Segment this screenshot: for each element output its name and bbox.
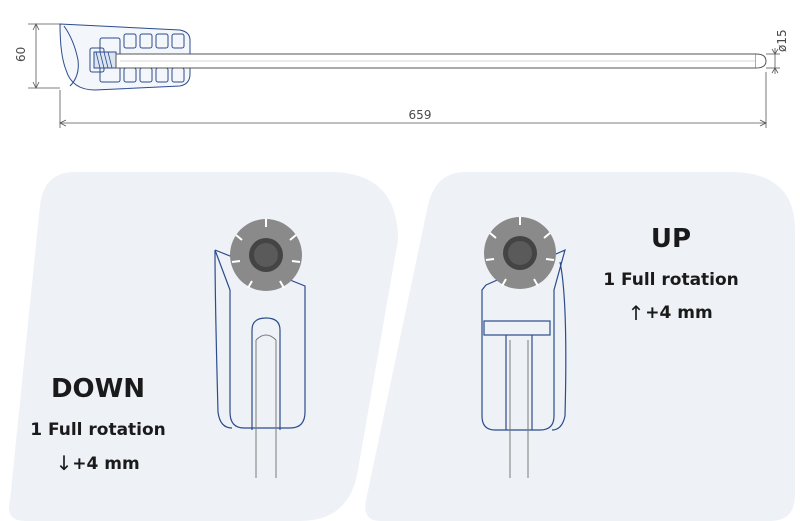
up-title: UP — [651, 224, 691, 254]
rod-drawing: 60 ø15 — [14, 23, 789, 128]
down-arrow-icon: ↓ — [56, 451, 73, 475]
up-subtitle: 1 Full rotation — [603, 270, 739, 290]
down-subtitle: 1 Full rotation — [30, 420, 166, 440]
height-dimension-label: 60 — [14, 47, 28, 62]
up-panel: UP 1 Full rotation ↑ +4 mm — [365, 172, 795, 521]
down-dial-icon — [230, 219, 302, 291]
up-amount: +4 mm — [645, 303, 712, 323]
length-dimension-label: 659 — [409, 108, 432, 122]
diameter-dimension-label: ø15 — [775, 29, 789, 52]
down-panel: DOWN 1 Full rotation ↓ +4 mm — [9, 172, 398, 521]
down-title: DOWN — [51, 374, 145, 404]
down-amount: +4 mm — [72, 454, 139, 474]
up-panel-background — [365, 172, 795, 521]
up-dial-icon — [484, 217, 556, 289]
up-arrow-icon: ↑ — [628, 301, 645, 325]
